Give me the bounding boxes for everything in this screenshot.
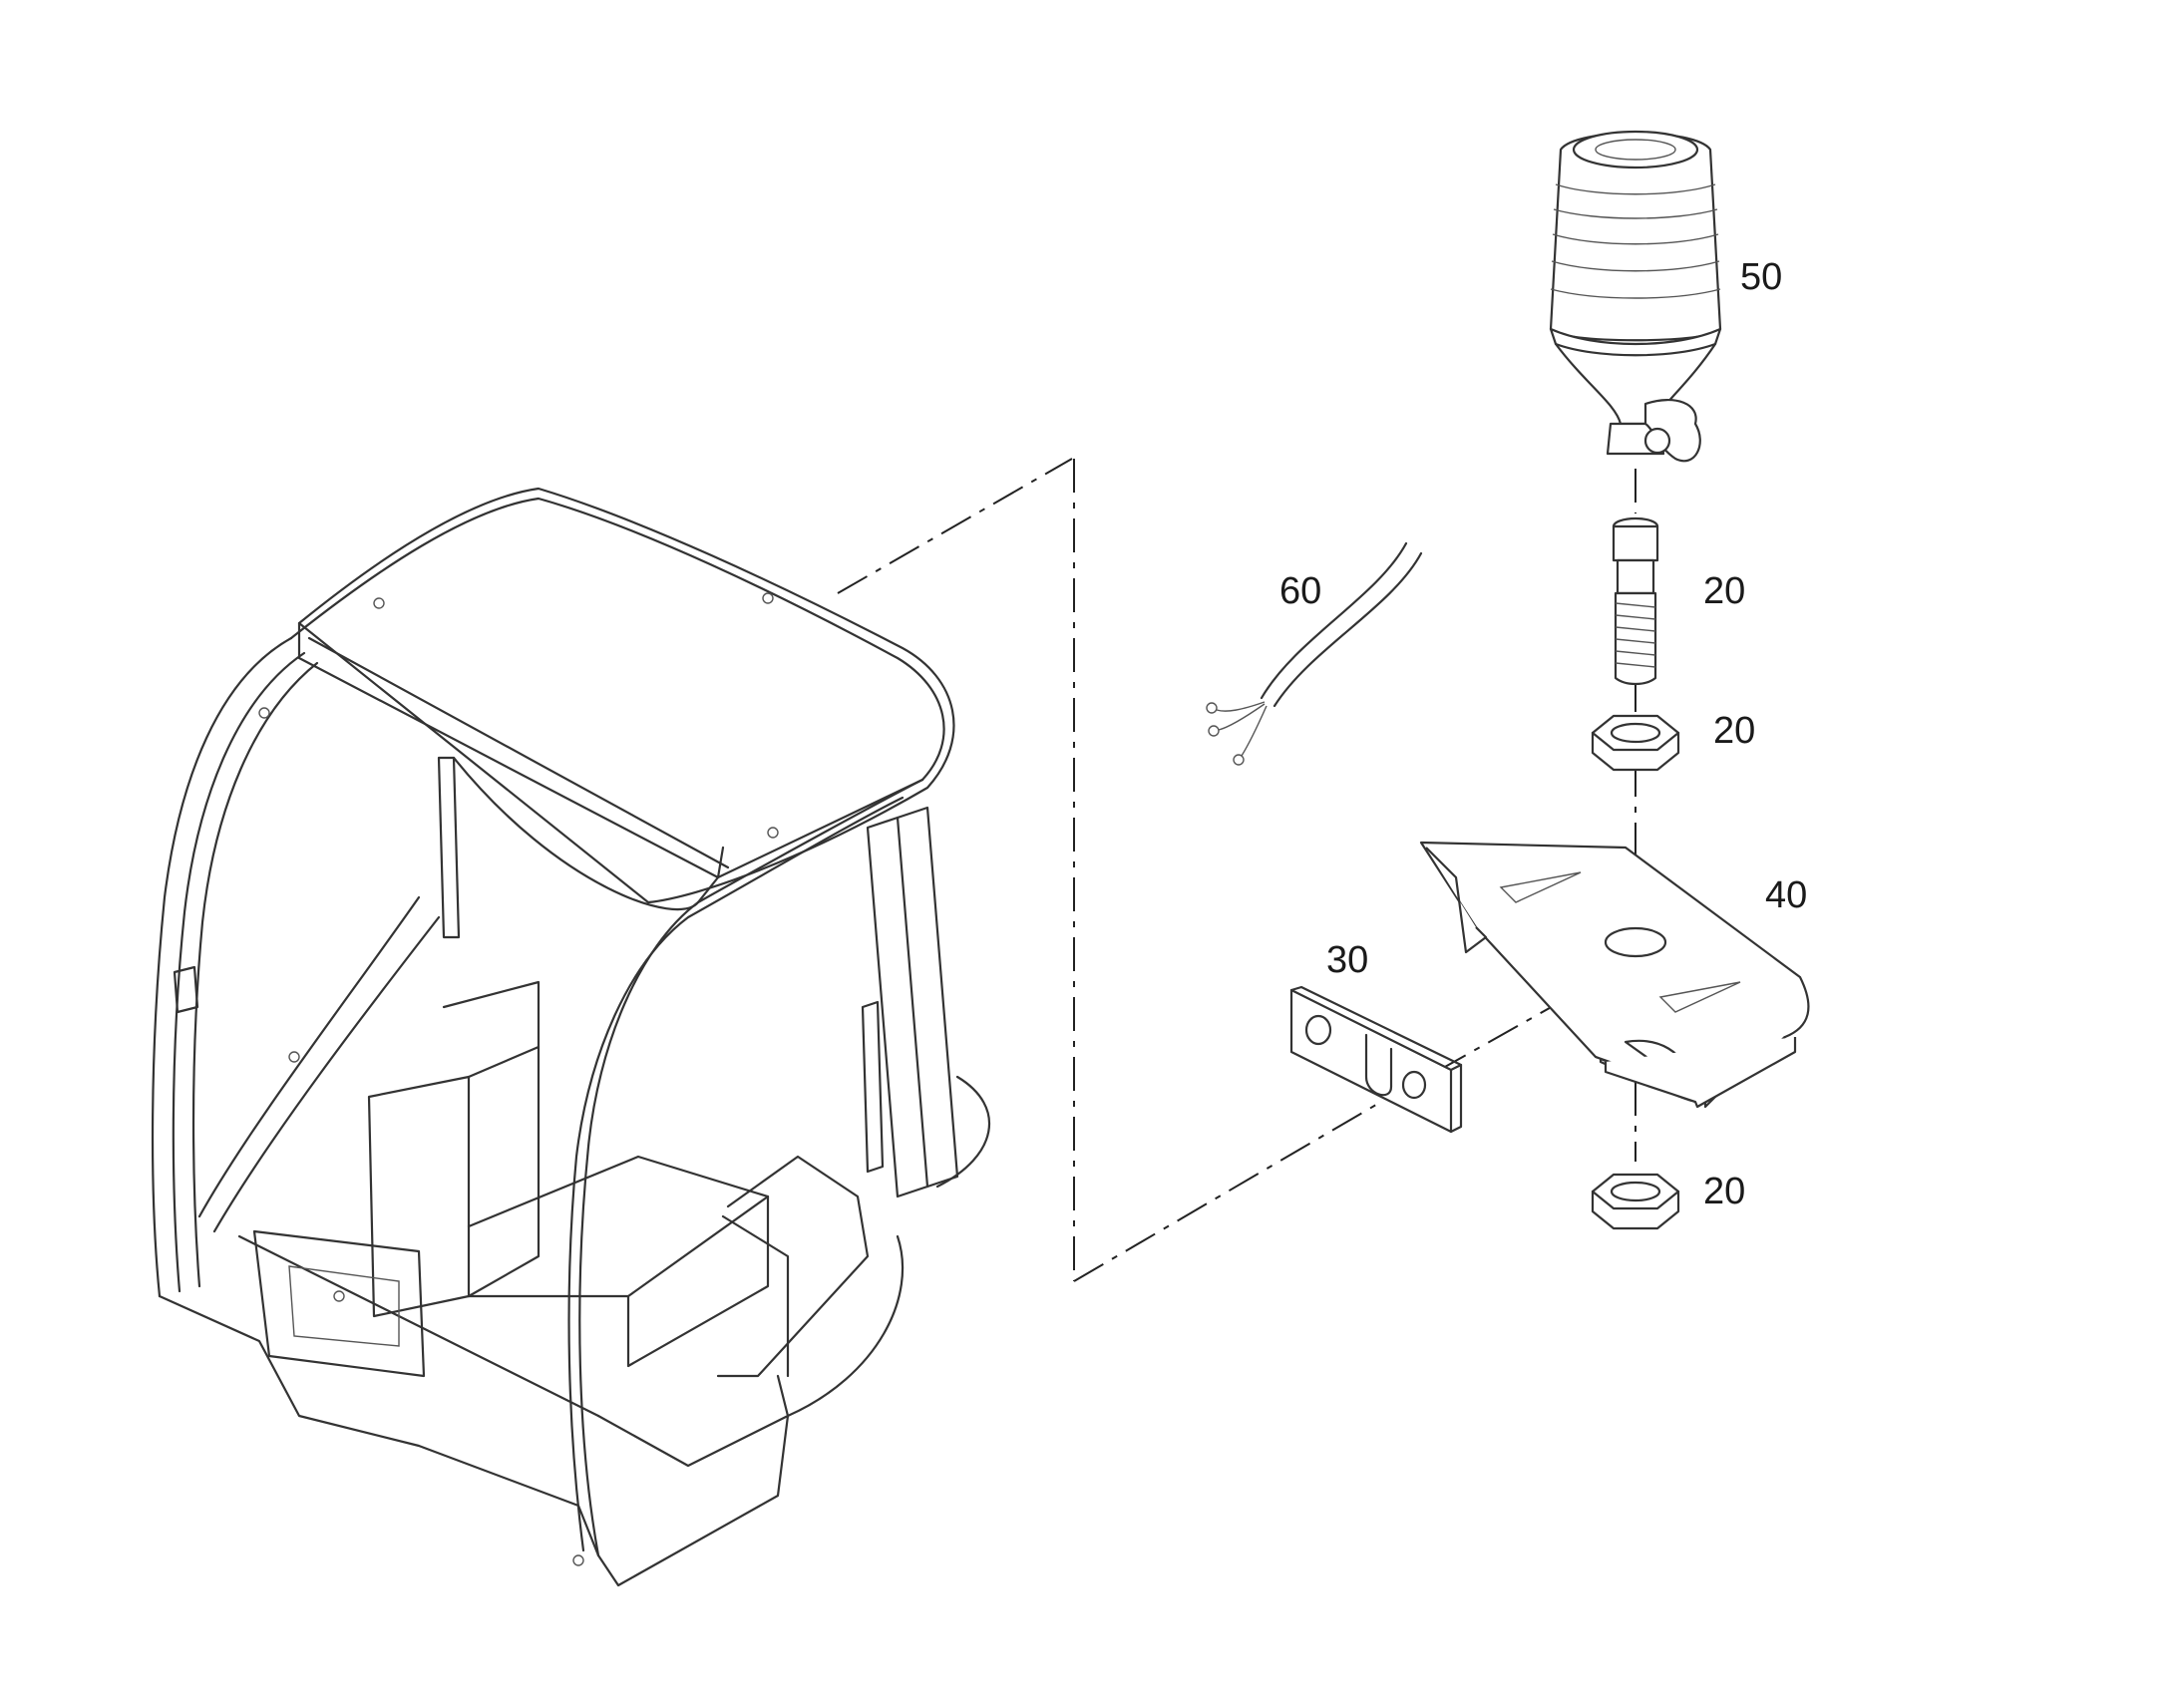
upper-hex-nut: [1591, 714, 1680, 772]
callout-stud: 20: [1703, 570, 1745, 612]
callout-labels: 50 60 20 20 40 30 20: [1279, 256, 1807, 1212]
callout-upper-nut: 20: [1713, 710, 1755, 752]
callout-bracket: 40: [1765, 874, 1807, 916]
callout-cable: 60: [1279, 570, 1321, 612]
backing-plate: [1289, 985, 1463, 1134]
cab-frame: [151, 487, 991, 1587]
callout-lower-nut: 20: [1703, 1171, 1745, 1212]
threaded-stud: [1612, 516, 1659, 686]
lower-hex-nut: [1591, 1173, 1680, 1230]
callout-beacon: 50: [1740, 256, 1782, 298]
callout-plate: 30: [1326, 939, 1368, 981]
cable-harness: [1206, 541, 1423, 766]
mounting-bracket: [1419, 841, 1810, 1109]
rotating-beacon: [1549, 130, 1722, 463]
